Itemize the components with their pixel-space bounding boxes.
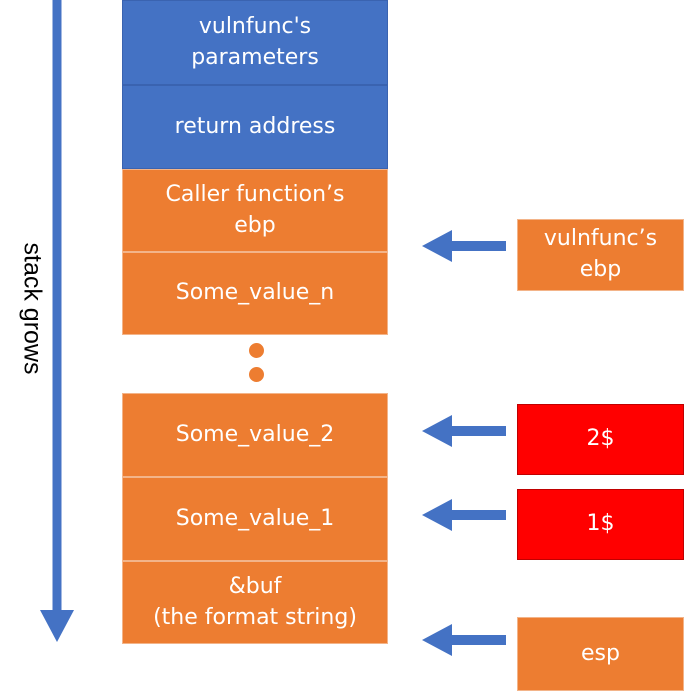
- pointer-arrow-2: [422, 415, 506, 447]
- pointer-arrow-esp: [422, 624, 506, 656]
- stack-cell-some-value-1: Some_value_1: [122, 477, 388, 561]
- pointer-arrow-ebp: [422, 230, 506, 262]
- pointer-box-2: 2$: [517, 404, 684, 475]
- vertical-dots-icon: [249, 367, 264, 382]
- stack-cell-caller-ebp: Caller function’s ebp: [122, 169, 388, 252]
- stack-grows-arrow-head: [40, 610, 74, 642]
- pointer-box-esp: esp: [517, 617, 684, 691]
- stack-cell-return-address: return address: [122, 85, 388, 169]
- pointer-box-1: 1$: [517, 489, 684, 560]
- pointer-box-vulnfunc-ebp: vulnfunc’s ebp: [517, 219, 684, 291]
- vertical-dots-icon: [249, 343, 264, 358]
- stack-cell-some-value-n: Some_value_n: [122, 252, 388, 335]
- stack-grows-label: stack grows: [18, 242, 47, 375]
- stack-cell-params: vulnfunc's parameters: [122, 0, 388, 85]
- stack-cell-some-value-2: Some_value_2: [122, 393, 388, 477]
- pointer-arrow-1: [422, 499, 506, 531]
- stack-cell-buf: &buf (the format string): [122, 561, 388, 644]
